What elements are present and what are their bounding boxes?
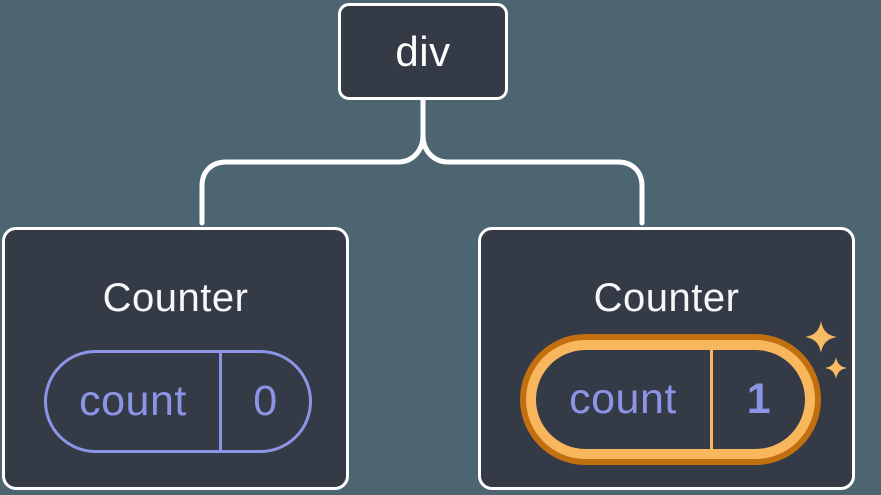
- component-title: Counter: [593, 276, 740, 320]
- sparkles-icon: [805, 321, 847, 379]
- state-pill-highlight-glow: count 1: [526, 340, 815, 459]
- state-key: count: [79, 377, 187, 425]
- state-key: count: [569, 375, 677, 423]
- state-key-segment: count: [47, 353, 222, 450]
- state-pill: count 0: [44, 350, 312, 453]
- state-value: 1: [746, 375, 772, 423]
- counter-node-left: Counter count 0: [2, 227, 349, 490]
- counter-node-right: Counter count 1: [478, 227, 855, 490]
- root-node-label: div: [395, 27, 451, 75]
- state-value: 0: [253, 377, 278, 425]
- state-value-segment: 1: [713, 350, 805, 449]
- state-pill: count 1: [536, 350, 805, 449]
- component-title: Counter: [102, 276, 249, 320]
- root-node-div: div: [338, 3, 508, 100]
- state-value-segment: 0: [222, 353, 309, 450]
- state-key-segment: count: [536, 350, 713, 449]
- state-pill-highlight-ring: count 1: [520, 334, 821, 465]
